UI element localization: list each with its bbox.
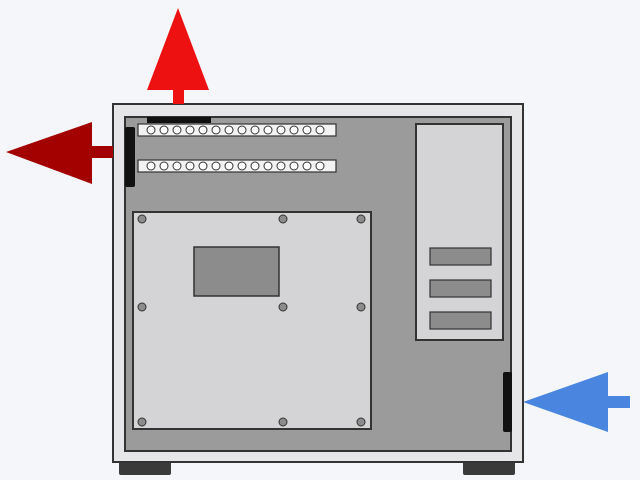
vent-hole — [315, 161, 325, 171]
vent-hole — [198, 161, 208, 171]
vent-hole — [250, 125, 260, 135]
screw-hole — [137, 302, 147, 312]
exhaust-rear-arrow-icon — [6, 122, 113, 184]
motherboard — [132, 211, 372, 430]
case-foot-right — [463, 461, 515, 475]
screw-hole — [137, 417, 147, 427]
rear-fan-mount — [125, 127, 135, 187]
screw-hole — [278, 302, 288, 312]
vent-hole — [198, 125, 208, 135]
intake-front-arrow-icon — [523, 372, 630, 432]
vent-hole — [159, 125, 169, 135]
vent-hole — [172, 161, 182, 171]
vent-hole — [146, 125, 156, 135]
top-vent-strips — [137, 123, 337, 173]
cpu-socket — [193, 246, 280, 297]
vent-hole — [250, 161, 260, 171]
vent-hole — [159, 161, 169, 171]
vent-hole — [224, 125, 234, 135]
front-fan-mount — [503, 372, 512, 432]
exhaust-top-arrow-icon — [147, 8, 209, 104]
vent-hole — [211, 125, 221, 135]
vent-hole — [172, 125, 182, 135]
vent-hole — [237, 125, 247, 135]
vent-hole — [185, 161, 195, 171]
screw-hole — [356, 417, 366, 427]
motherboard-screw-holes — [137, 214, 366, 427]
vent-hole — [146, 161, 156, 171]
vent-hole — [289, 161, 299, 171]
vent-hole — [289, 125, 299, 135]
top-fan-mount — [147, 117, 211, 123]
vent-hole — [302, 125, 312, 135]
vent-hole — [263, 125, 273, 135]
drive-cage — [415, 123, 504, 341]
screw-hole — [137, 214, 147, 224]
vent-hole — [211, 161, 221, 171]
screw-hole — [356, 302, 366, 312]
vent-hole — [276, 125, 286, 135]
drive-bay — [429, 247, 492, 266]
vent-hole — [276, 161, 286, 171]
screw-hole — [278, 417, 288, 427]
drive-bays — [429, 247, 492, 330]
vent-hole — [237, 161, 247, 171]
vent-hole — [224, 161, 234, 171]
case-foot-left — [119, 461, 171, 475]
drive-bay — [429, 311, 492, 330]
vent-hole — [315, 125, 325, 135]
vent-hole — [185, 125, 195, 135]
drive-bay — [429, 279, 492, 298]
screw-hole — [356, 214, 366, 224]
vent-hole — [263, 161, 273, 171]
screw-hole — [278, 214, 288, 224]
vent-hole — [302, 161, 312, 171]
